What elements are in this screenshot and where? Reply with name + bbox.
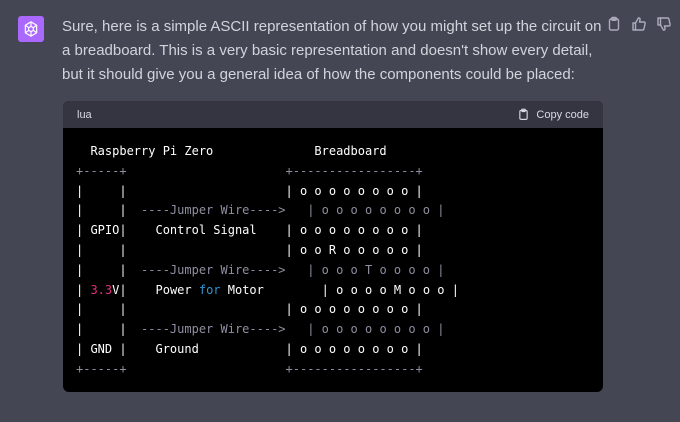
code-text: | | bbox=[76, 203, 127, 218]
code-line: | 3.3V| Power for Motor | o o o o M o o … bbox=[76, 281, 590, 301]
copy-code-button[interactable]: Copy code bbox=[517, 108, 589, 121]
code-line: Raspberry Pi Zero Breadboard bbox=[76, 144, 387, 158]
code-block: lua Copy code Raspberry Pi Zero Breadboa… bbox=[63, 101, 603, 392]
code-comment: ----Jumper Wire----> | o o o o o o o o | bbox=[126, 203, 445, 218]
code-line: +-----+ +-----------------+ bbox=[76, 163, 423, 178]
code-line: | GND | Ground | o o o o o o o o | bbox=[76, 341, 423, 356]
code-keyword: for bbox=[198, 282, 221, 297]
copy-code-label: Copy code bbox=[536, 108, 589, 121]
clipboard-icon bbox=[519, 108, 529, 120]
code-number: 3.3 bbox=[90, 282, 113, 297]
code-line: | | ----Jumper Wire----> | o o o T o o o… bbox=[76, 261, 590, 281]
code-text: Motor | o o o o M o o o | bbox=[220, 282, 459, 297]
openai-logo-icon bbox=[24, 21, 38, 37]
assistant-message: Sure, here is a simple ASCII representat… bbox=[62, 18, 602, 83]
code-line: +-----+ +-----------------+ bbox=[76, 361, 423, 376]
thumbs-down-icon[interactable] bbox=[656, 16, 672, 32]
code-block-header: lua Copy code bbox=[63, 101, 603, 128]
code-line: | GPIO| Control Signal | o o o o o o o o… bbox=[76, 223, 423, 238]
thumbs-up-icon[interactable] bbox=[631, 16, 647, 32]
code-comment: ----Jumper Wire----> | o o o T o o o o | bbox=[126, 262, 445, 277]
code-content: Raspberry Pi Zero Breadboard +-----+ +---… bbox=[63, 128, 603, 380]
code-language-label: lua bbox=[77, 108, 92, 121]
code-line: | | | o o R o o o o o | bbox=[76, 242, 423, 257]
clipboard-icon[interactable] bbox=[606, 16, 622, 32]
code-text: | | bbox=[76, 322, 127, 337]
message-actions bbox=[606, 16, 672, 32]
code-text: | | bbox=[76, 262, 127, 277]
assistant-avatar bbox=[18, 16, 44, 42]
code-text: | bbox=[76, 282, 91, 297]
code-line: | | ----Jumper Wire----> | o o o o o o o… bbox=[76, 201, 590, 221]
code-line: | | | o o o o o o o o | bbox=[76, 183, 423, 198]
code-line: | | ----Jumper Wire----> | o o o o o o o… bbox=[76, 320, 590, 340]
code-text: V| Power bbox=[112, 282, 199, 297]
code-comment: ----Jumper Wire----> | o o o o o o o o | bbox=[126, 322, 445, 337]
code-line: | | | o o o o o o o o | bbox=[76, 302, 423, 317]
